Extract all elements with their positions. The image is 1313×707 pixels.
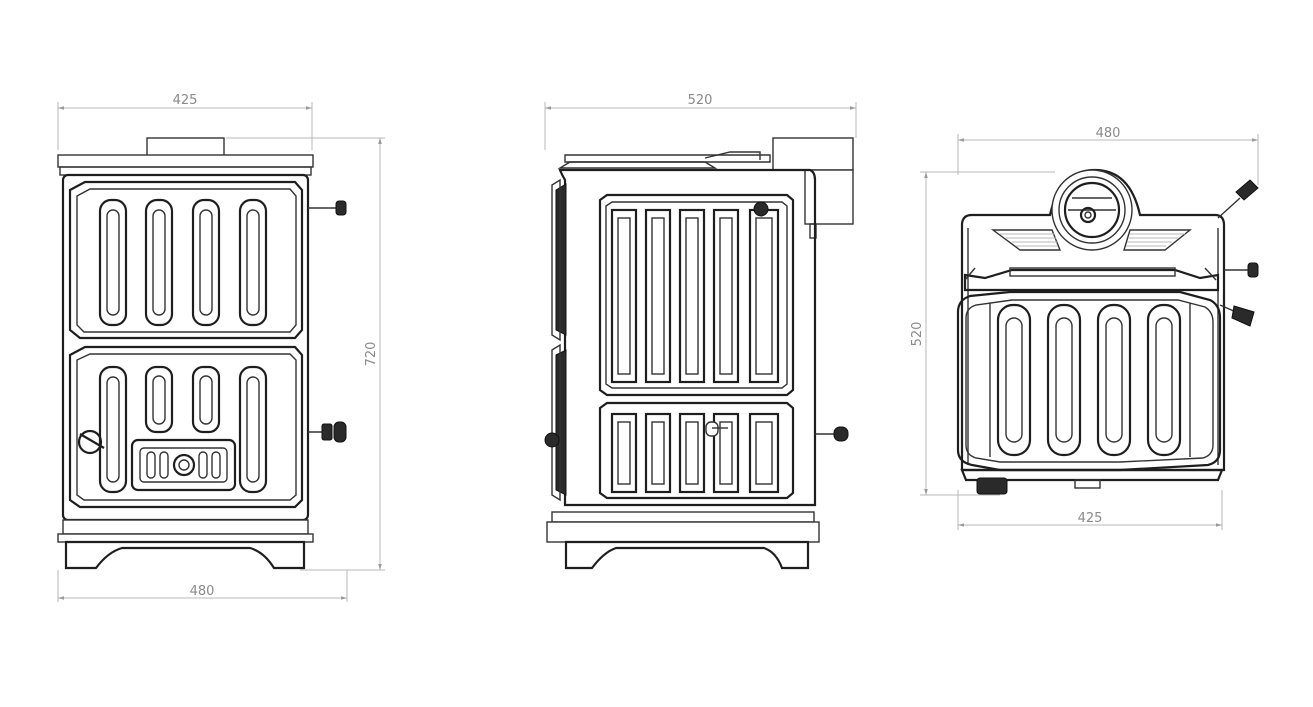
side-plinth <box>551 511 815 523</box>
legs <box>64 540 306 570</box>
vent-knob <box>172 453 196 477</box>
top-plate <box>57 154 314 168</box>
side-upper-panel <box>598 193 795 397</box>
lower-door <box>68 345 304 509</box>
front-dimensions <box>57 102 385 602</box>
front-height-label: 720 <box>364 342 379 367</box>
top-handle-lower <box>1219 304 1255 327</box>
side-lower-panel <box>598 401 795 500</box>
side-lower-ribs <box>610 412 780 494</box>
side-lower-door-edge <box>555 349 567 496</box>
top-handle-upper <box>1217 179 1259 219</box>
top-plate-view <box>956 290 1222 472</box>
lower-door-ribs <box>98 365 268 494</box>
top-width-bottom-label: 425 <box>1078 511 1103 526</box>
front-width-bottom-label: 480 <box>190 584 215 599</box>
upper-door-ribs <box>98 198 268 327</box>
side-view: 520 <box>544 93 857 570</box>
upper-handle <box>308 200 347 216</box>
side-dimensions <box>544 102 857 150</box>
upper-door <box>68 180 304 340</box>
side-body <box>558 168 817 507</box>
top-depth-label: 520 <box>910 322 925 347</box>
ash-vent <box>130 438 237 492</box>
top-width-top-label: 480 <box>1096 126 1121 141</box>
side-upper-door-edge <box>555 183 567 336</box>
side-knob <box>753 201 769 217</box>
front-view: 425 480 720 <box>57 93 385 602</box>
door-latch <box>77 429 103 455</box>
front-width-top-label: 425 <box>173 93 198 108</box>
top-view: 480 425 520 <box>910 126 1259 530</box>
side-latch <box>544 432 560 448</box>
top-ribs <box>996 303 1182 457</box>
lower-handle <box>308 421 347 443</box>
side-top-plate <box>564 154 771 163</box>
top-handle-middle <box>1224 262 1259 278</box>
plinth <box>62 519 309 535</box>
side-lower-handle <box>705 421 849 442</box>
top-vent-left <box>990 229 1062 251</box>
side-depth-label: 520 <box>688 93 713 108</box>
flue-box <box>772 137 854 171</box>
side-upper-ribs <box>610 208 780 384</box>
side-legs <box>564 540 810 570</box>
flue-collar <box>146 137 225 157</box>
top-vent-right <box>1123 229 1192 251</box>
top-dimensions <box>920 134 1259 530</box>
top-front-knob <box>976 477 1008 495</box>
